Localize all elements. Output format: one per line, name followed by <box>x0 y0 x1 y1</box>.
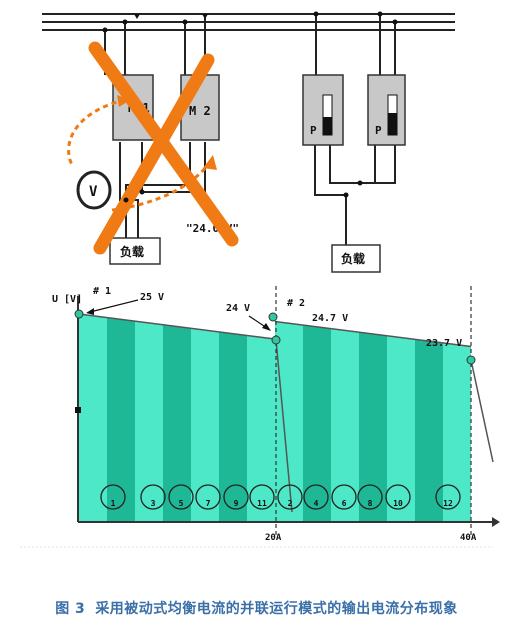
svg-text:P: P <box>310 124 317 137</box>
output-circle-label: 4 <box>314 499 319 508</box>
x-tick-20a: 20A <box>265 533 282 543</box>
area-stripe <box>303 325 331 522</box>
cross-out-mark <box>88 41 239 255</box>
output-circle <box>331 484 357 510</box>
group1-stripes <box>79 314 275 522</box>
right-unit-2: P <box>367 74 406 146</box>
x-axis-arrow <box>492 517 500 527</box>
output-circle-label: 8 <box>368 499 373 508</box>
area-stripe <box>359 332 387 522</box>
current-distribution-chart: U [V] # 1 # 2 25 V 24 V 24.7 V 23.7 V 20… <box>52 286 500 543</box>
area-stripe <box>387 335 415 522</box>
left-load-box: 负载 <box>109 237 161 265</box>
output-circle <box>100 484 126 510</box>
point-end-2 <box>466 355 476 365</box>
point-end-1 <box>271 335 281 345</box>
area-stripe <box>219 331 247 522</box>
area-stripe <box>191 328 219 522</box>
right-load-box: 负载 <box>331 244 381 273</box>
area-stripe <box>135 321 163 522</box>
output-circle <box>140 484 166 510</box>
output-circle <box>435 484 461 510</box>
bus-lines <box>42 13 455 31</box>
output-circle-label: 2 <box>288 499 293 508</box>
area-stripe <box>415 339 443 522</box>
voltmeter: V <box>76 170 112 210</box>
svg-text:V: V <box>89 184 98 200</box>
output-circle <box>168 484 194 510</box>
y-axis-tick <box>75 407 81 413</box>
output-circle-label: 12 <box>443 499 453 508</box>
annotation-24-7v: 24.7 V <box>312 313 348 324</box>
area-stripe <box>247 335 275 522</box>
output-circle-label: 6 <box>342 499 347 508</box>
svg-text:负载: 负载 <box>120 244 144 259</box>
output-circle <box>249 484 275 510</box>
arrow-25v-head <box>86 308 94 315</box>
area-stripe <box>79 314 107 522</box>
arrow-25v <box>89 299 139 313</box>
arrow-head-1 <box>117 95 130 107</box>
figure-caption: 图 3 采用被动式均衡电流的并联运行模式的输出电流分布现象 <box>0 598 513 618</box>
output-circle-label: 5 <box>179 499 184 508</box>
svg-text:M 2: M 2 <box>189 104 211 118</box>
svg-text:P: P <box>375 124 382 137</box>
series-1-tail <box>275 339 293 513</box>
series-2-tail <box>470 359 494 463</box>
annotation-24v: 24 V <box>226 303 250 314</box>
arrow-24v-head <box>262 323 271 331</box>
output-circle-label: 10 <box>393 499 403 508</box>
area-stripe <box>443 342 471 522</box>
output-circle-label: 3 <box>151 499 156 508</box>
output-circle <box>195 484 221 510</box>
area-stripe <box>163 324 191 522</box>
junction-dots <box>102 11 398 203</box>
figure-title: 采用被动式均衡电流的并联运行模式的输出电流分布现象 <box>95 601 458 617</box>
output-circle <box>303 484 329 510</box>
figure-number: 图 3 <box>55 601 86 617</box>
point-start-1 <box>74 309 84 319</box>
group1-label: # 1 <box>93 286 111 297</box>
output-circle-label: 9 <box>234 499 239 508</box>
output-circle-label: 1 <box>111 499 116 508</box>
area-stripe <box>275 321 303 522</box>
annotation-23-7v: 23.7 V <box>426 338 462 349</box>
annotation-25v: 25 V <box>140 292 164 303</box>
svg-text:负载: 负载 <box>341 251 365 266</box>
y-axis-label: U [V] <box>52 294 82 305</box>
area-stripe <box>331 328 359 522</box>
output-circle-label: 7 <box>206 499 211 508</box>
series-1-line <box>78 313 276 340</box>
point-start-2 <box>268 312 278 322</box>
arrow-head-2 <box>203 155 217 170</box>
output-circle <box>277 484 303 510</box>
output-circles: 1 3 5 7 9 11 2 4 6 8 10 12 <box>100 484 461 510</box>
output-circle <box>385 484 411 510</box>
group2-stripes <box>275 321 471 522</box>
area-stripe <box>107 317 135 522</box>
output-circle <box>357 484 383 510</box>
right-wiring <box>314 14 396 245</box>
output-circle-label: 11 <box>257 499 267 508</box>
output-circle <box>223 484 249 510</box>
group2-label: # 2 <box>287 298 305 309</box>
series-2-line <box>274 320 472 348</box>
x-tick-40a: 40A <box>460 533 477 543</box>
right-unit-1: P <box>302 74 344 146</box>
